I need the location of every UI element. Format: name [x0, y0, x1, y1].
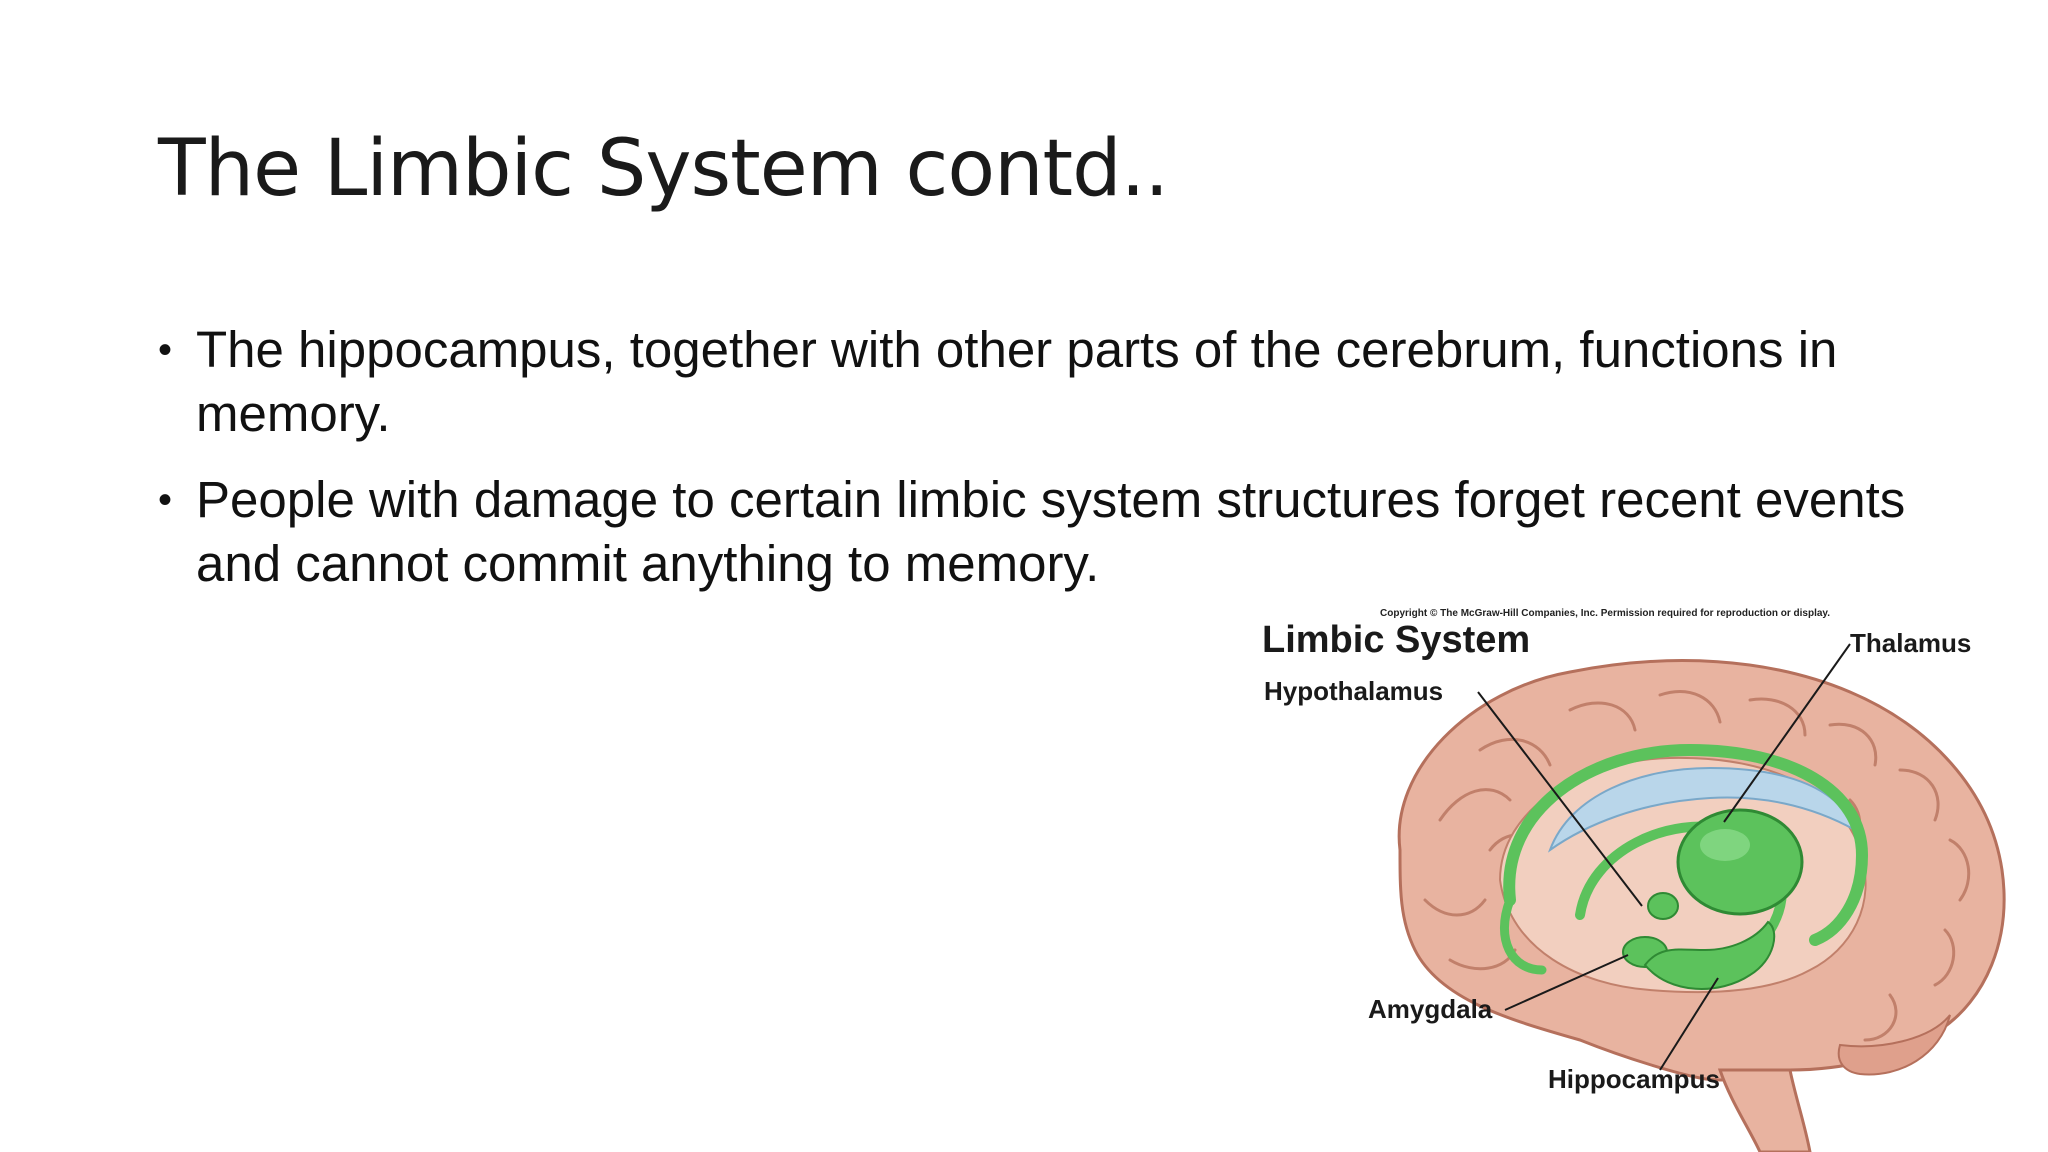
figure-title: Limbic System [1262, 619, 1530, 661]
hypothalamus-structure [1647, 892, 1679, 920]
bullet-text: People with damage to certain limbic sys… [196, 471, 1906, 592]
label-hippocampus: Hippocampus [1548, 1064, 1720, 1094]
bullet-marker: • [158, 478, 173, 522]
slide-title: The Limbic System contd.. [158, 124, 1169, 214]
brainstem [1717, 1068, 1812, 1152]
limbic-lower-arc [1499, 895, 1547, 975]
bullet-item: • People with damage to certain limbic s… [158, 468, 1978, 596]
thalamus-highlight [1700, 829, 1750, 861]
figure-copyright: Copyright © The McGraw-Hill Companies, I… [1380, 608, 1830, 619]
label-thalamus: Thalamus [1850, 628, 1971, 658]
label-hypothalamus: Hypothalamus [1264, 676, 1443, 706]
hippocampus-structure [1643, 920, 1776, 990]
cerebellum [1837, 1014, 1951, 1076]
thalamus-structure [1676, 808, 1804, 916]
limbic-system-figure: Copyright © The McGraw-Hill Companies, I… [1250, 600, 2040, 1152]
brain-illustration: Copyright © The McGraw-Hill Companies, I… [1262, 608, 2006, 1152]
bullet-marker: • [158, 328, 173, 372]
bullet-list: • The hippocampus, together with other p… [158, 318, 1978, 618]
bullet-item: • The hippocampus, together with other p… [158, 318, 1978, 446]
cingulate-gyrus [1503, 743, 1869, 946]
label-amygdala: Amygdala [1368, 994, 1493, 1024]
gyri-lines [1423, 690, 1971, 1042]
leader-lines [1477, 643, 1851, 1071]
bullet-text: The hippocampus, together with other par… [196, 321, 1838, 442]
